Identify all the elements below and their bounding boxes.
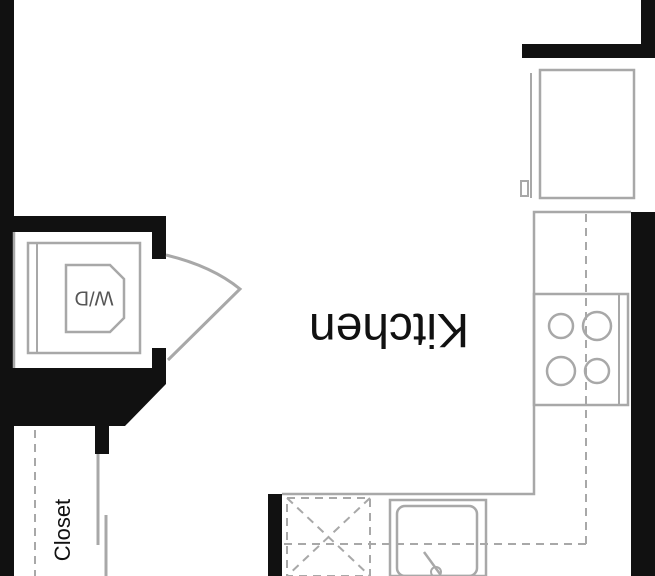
left-outer-wall bbox=[0, 0, 14, 576]
kitchen-counter-end-wall bbox=[268, 494, 282, 576]
washer-dryer-unit bbox=[64, 263, 126, 334]
laundry-jamb-bottom bbox=[152, 348, 166, 370]
right-outer-wall-lower bbox=[631, 212, 655, 576]
burner-icon bbox=[583, 357, 611, 385]
dishwasher-outline bbox=[286, 497, 371, 576]
cooktop bbox=[532, 292, 630, 407]
closet-jamb bbox=[95, 426, 109, 454]
kitchen-label: Kitchen bbox=[309, 303, 469, 356]
laundry-top-wall bbox=[0, 216, 166, 232]
washer-dryer-cabinet bbox=[26, 241, 142, 355]
refrigerator bbox=[520, 68, 636, 200]
closet-area: Closet bbox=[34, 430, 108, 576]
faucet-icon bbox=[422, 551, 442, 575]
dishwasher-diagonal bbox=[286, 497, 371, 576]
washer-dryer-label: W/D bbox=[75, 287, 114, 309]
refrigerator-handle bbox=[520, 180, 529, 197]
right-outer-wall-top bbox=[641, 0, 655, 58]
kitchen-area: Kitchen bbox=[282, 68, 636, 576]
burner-icon bbox=[547, 312, 575, 340]
faucet-base-icon bbox=[430, 566, 442, 576]
burner-icon bbox=[545, 355, 577, 387]
laundry-jamb-top bbox=[152, 216, 166, 259]
sink-counter-cutout bbox=[388, 498, 488, 576]
closet-label: Closet bbox=[50, 499, 75, 561]
upper-right-wall bbox=[522, 44, 642, 58]
laundry-area: W/D bbox=[12, 232, 243, 368]
burner-icon bbox=[581, 310, 613, 342]
refrigerator-body bbox=[538, 68, 636, 200]
sink bbox=[388, 498, 488, 576]
cooktop-surface bbox=[532, 292, 630, 407]
laundry-door-swing bbox=[165, 253, 243, 362]
laundry-bottom-wall bbox=[0, 368, 166, 426]
sink-basin bbox=[395, 504, 479, 576]
dishwasher bbox=[286, 497, 371, 576]
